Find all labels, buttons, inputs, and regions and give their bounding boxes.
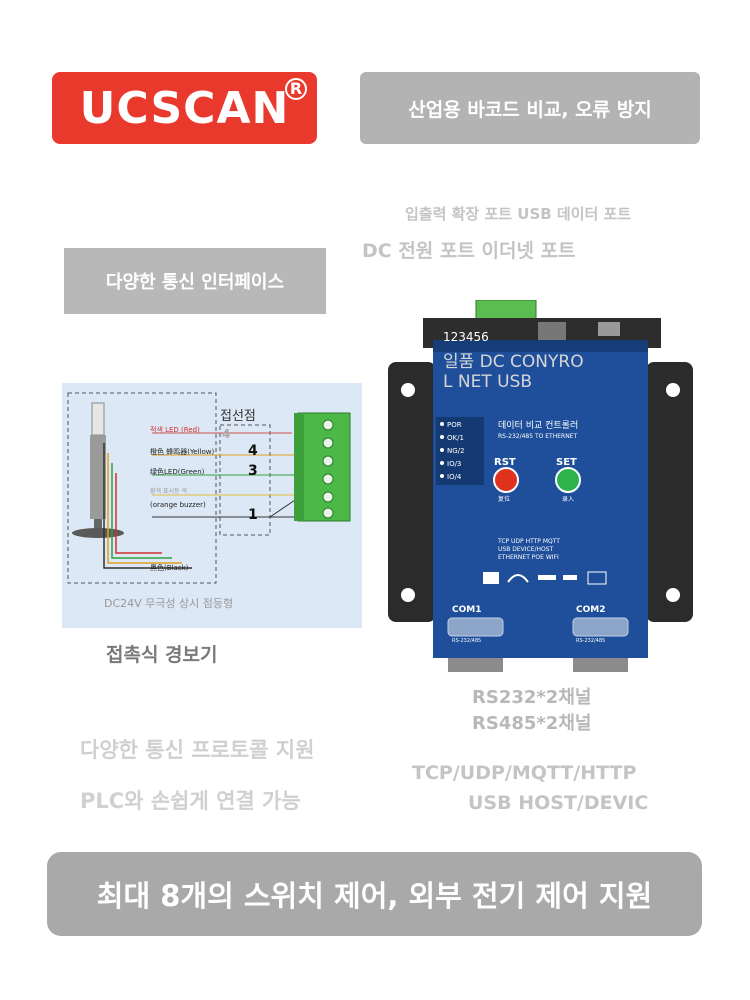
device-top-numbers: 123456 (443, 330, 489, 344)
brand-logo: UCSCAN R (52, 72, 317, 144)
device-overlay-line2: L NET USB (443, 372, 533, 392)
led-label: OK/1 (447, 434, 464, 442)
device-led-list: POR OK/1 NG/2 IO/3 IO/4 (447, 419, 464, 484)
diagram-footer: DC24V 무극성 상시 점등형 (104, 597, 234, 610)
diagram-row-label: 황색 표시등 색 (150, 488, 187, 495)
alarm-label: 접촉식 경보기 (106, 644, 218, 666)
led-label: POR (447, 421, 462, 429)
led-label: NG/2 (447, 447, 465, 455)
brand-logo-text: UCSCAN (79, 82, 290, 134)
device-graphic (388, 300, 693, 672)
diagram-row-label: (orange buzzer) (150, 501, 206, 509)
controller-device: 123456 일품 DC CONYRO L NET USB 데이터 비교 컨트롤… (388, 300, 693, 675)
channels-line1: RS232*2채널 (472, 687, 592, 708)
diagram-black-label: 黑色(Black) (150, 564, 189, 572)
com1-sublabel: RS-232/485 (452, 638, 482, 644)
tcp-line1: TCP/UDP/MQTT/HTTP (412, 762, 637, 784)
protocol-line1: 다양한 통신 프로토콜 지원 (80, 738, 315, 762)
ports-label-line1: 입출력 확장 포트 USB 데이터 포트 (405, 205, 632, 223)
diagram-row-label: 적색 LED (Red) (150, 426, 200, 434)
device-subtitle: RS-232/485 TO ETHERNET (498, 433, 578, 440)
ports-label-line2: DC 전원 포트 이더넷 포트 (362, 240, 576, 262)
com2-sublabel: RS-232/485 (576, 638, 606, 644)
feature-item: ETHERNET POE WIFI (498, 554, 559, 561)
com2-label: COM2 (576, 605, 606, 615)
bottom-banner: 최대 8개의 스위치 제어, 외부 전기 제어 지원 (47, 852, 702, 936)
diagram-row-label: 绿色LED(Green) (150, 468, 205, 476)
registered-mark: R (285, 78, 307, 100)
diagram-row-num: 4 (222, 427, 231, 441)
led-label: IO/3 (447, 460, 462, 468)
led-label: IO/4 (447, 473, 462, 481)
tcp-line2: USB HOST/DEVIC (468, 792, 649, 814)
diagram-row-num: 3 (248, 463, 258, 479)
set-button-label: SET (556, 457, 577, 468)
wiring-diagram: 접선점 적색 LED (Red) 4 橙色 蜂鸣器(Yellow) 4 绿色LE… (62, 383, 362, 628)
diagram-row-label: 橙色 蜂鸣器(Yellow) (150, 448, 215, 456)
contact-title: 접선점 (220, 409, 256, 424)
tagline-banner: 산업용 바코드 비교, 오류 방지 (360, 72, 700, 144)
feature-item: USB DEVICE/HOST (498, 546, 554, 553)
interface-banner: 다양한 통신 인터페이스 (64, 248, 326, 314)
device-overlay-line1: 일품 DC CONYRO (443, 352, 584, 372)
diagram-row-num: 4 (248, 443, 258, 459)
channels-line2: RS485*2채널 (472, 713, 592, 734)
device-title: 데이터 비교 컨트롤러 (498, 421, 579, 431)
device-features: TCP UDP HTTP MQTT USB DEVICE/HOST ETHERN… (498, 538, 560, 562)
set-button-sublabel: 录入 (562, 496, 575, 503)
wiring-diagram-graphic (67, 392, 351, 584)
rst-button-label: RST (494, 457, 516, 468)
feature-item: TCP UDP HTTP MQTT (498, 538, 560, 545)
diagram-row-num: 1 (248, 507, 258, 523)
rst-button-sublabel: 复位 (498, 496, 511, 503)
protocol-line2: PLC와 손쉽게 연결 가능 (80, 789, 301, 813)
com1-label: COM1 (452, 605, 482, 615)
